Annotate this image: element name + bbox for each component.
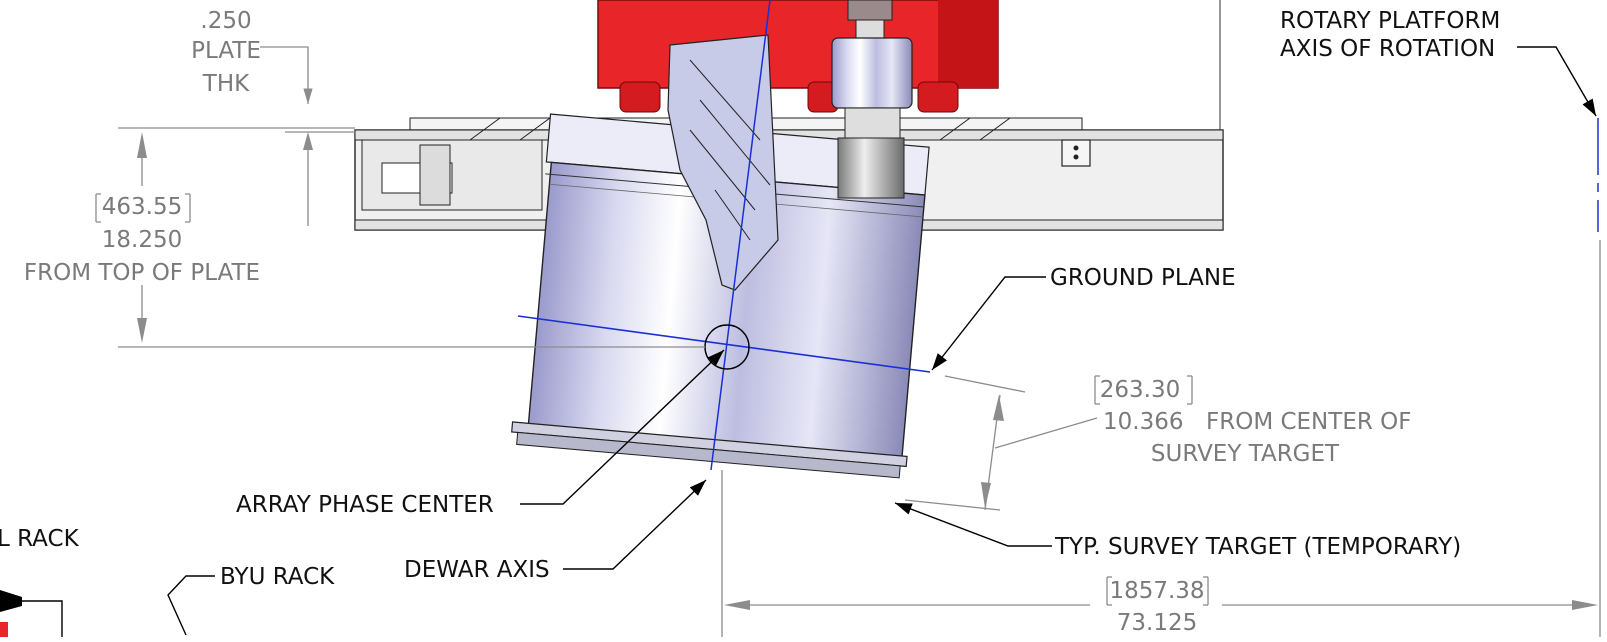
dewar-axis-label: DEWAR AXIS [404,557,550,583]
survey-offset-dimension: 263.30 10.366 FROM CENTER OF SURVEY TARG… [904,375,1411,511]
dewar-axis-line [710,0,771,471]
axis-distance-imperial: 73.125 [1117,610,1197,636]
height-note: FROM TOP OF PLATE [24,260,260,286]
plate-thk-unit: THK [202,71,250,97]
ground-plane-callout: GROUND PLANE [931,265,1236,371]
survey-offset-metric: 263.30 [1100,377,1180,403]
height-metric: 463.55 [102,194,182,220]
height-dimension: 463.55 18.250 FROM TOP OF PLATE [24,127,705,348]
left-rack-label: L RACK [0,526,80,552]
array-phase-center-label: ARRAY PHASE CENTER [236,492,494,518]
axis-lines [517,0,1599,471]
cryocooler [831,0,913,199]
rotary-axis-callout: ROTARY PLATFORM AXIS OF ROTATION [1280,8,1597,117]
ground-plane-line [517,315,931,373]
dewar-axis-callout: DEWAR AXIS [404,479,707,583]
survey-target-label: TYP. SURVEY TARGET (TEMPORARY) [1054,534,1461,560]
ground-plane-label: GROUND PLANE [1050,265,1236,291]
byu-rack-label: BYU RACK [220,564,335,590]
red-enclosure [597,0,999,113]
rotary-axis-label-1: ROTARY PLATFORM [1280,8,1500,34]
survey-offset-imperial: 10.366 [1103,409,1183,435]
height-imperial: 18.250 [102,227,182,253]
survey-offset-note-2: SURVEY TARGET [1151,441,1340,467]
plate-thk-label: PLATE [191,38,261,64]
dewar-assembly [511,0,930,479]
array-phase-center-callout: ARRAY PHASE CENTER [236,349,725,518]
survey-offset-note-1: FROM CENTER OF [1206,409,1411,435]
axis-distance-dimension: 1857.38 73.125 [721,240,1601,637]
survey-target-callout: TYP. SURVEY TARGET (TEMPORARY) [894,502,1461,560]
left-rack-fragment: L RACK [0,526,80,637]
plate-thk-value: .250 [200,8,251,34]
rotary-axis-label-2: AXIS OF ROTATION [1280,36,1495,62]
byu-rack-callout: BYU RACK [167,564,335,636]
plate-thk-dimension: .250 PLATE THK [191,8,355,226]
axis-distance-metric: 1857.38 [1109,578,1204,604]
